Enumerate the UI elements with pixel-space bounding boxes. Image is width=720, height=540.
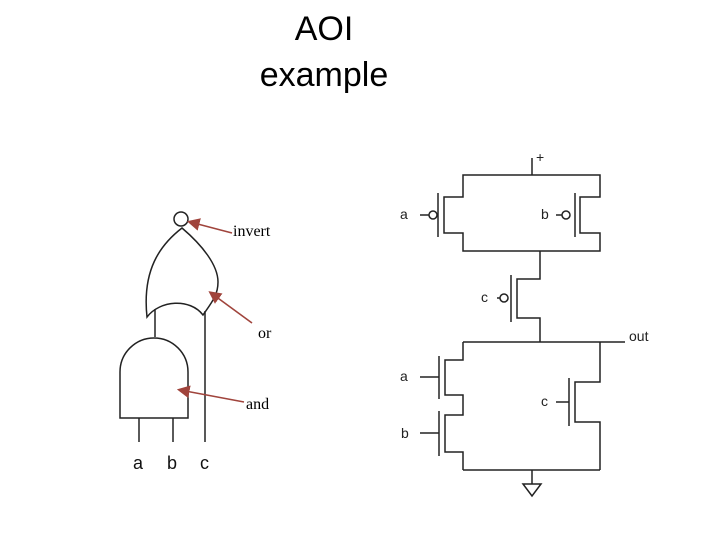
pmos-a — [420, 174, 540, 252]
output-label: out — [629, 328, 649, 344]
label-or: or — [258, 325, 272, 342]
nmos-c — [556, 342, 601, 470]
or-arrow — [208, 291, 253, 324]
input-label-c: c — [200, 453, 209, 473]
pmos-b-label: b — [541, 206, 549, 222]
label-invert: invert — [233, 223, 271, 240]
nmos-c-label: c — [541, 393, 548, 409]
pmos-c-label: c — [481, 289, 488, 305]
and-arrow — [176, 385, 245, 403]
or-gate — [145, 227, 219, 319]
input-label-a: a — [133, 453, 144, 473]
label-and: and — [246, 396, 269, 413]
title-line-1: AOI — [294, 10, 354, 48]
title-line-2: example — [259, 56, 389, 94]
nmos-b-label: b — [401, 425, 409, 441]
pmos-b — [532, 174, 601, 252]
and-gate — [119, 337, 189, 419]
gate-diagram — [119, 211, 219, 442]
slide-title: AOI example — [0, 6, 648, 98]
nmos-a — [420, 342, 464, 405]
supply-label: + — [536, 149, 544, 165]
invert-arrow — [186, 218, 233, 234]
pmos-a-label: a — [400, 206, 408, 222]
nmos-b — [420, 405, 464, 470]
pmos-c — [497, 251, 541, 342]
invert-bubble — [173, 211, 189, 227]
nmos-a-label: a — [400, 368, 408, 384]
annotation-arrows — [176, 218, 253, 403]
ground-symbol — [521, 483, 543, 498]
transistor-diagram — [420, 158, 625, 498]
input-label-b: b — [167, 453, 177, 473]
